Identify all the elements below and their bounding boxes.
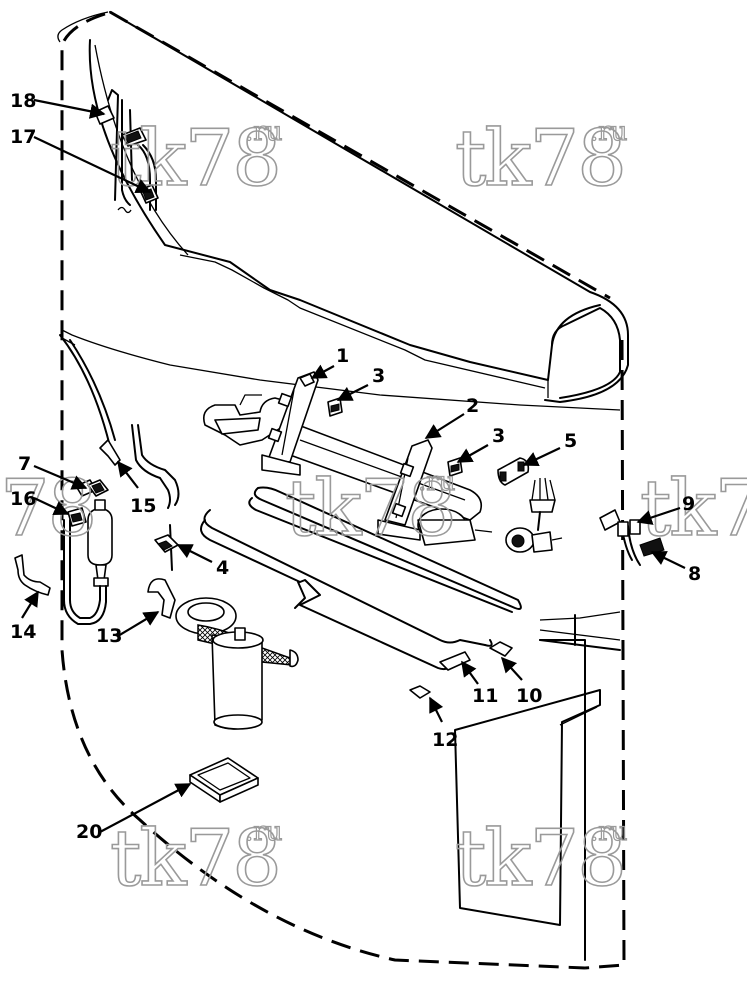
callout-1: 1	[336, 345, 349, 367]
clip-4	[154, 524, 179, 571]
heater-coil-assembly	[202, 394, 493, 546]
watermark-4: tk78	[110, 814, 280, 904]
clip-13	[147, 578, 176, 619]
clip-3-upper	[327, 397, 343, 417]
callout-labels: 1 2 3 3 4 5 7 8 9 10 11 12 13 14 15 16 1…	[10, 90, 701, 843]
callout-12: 12	[432, 729, 458, 751]
clip-10	[489, 641, 513, 657]
callout-14: 14	[10, 621, 36, 643]
watermark-1-suffix: .ru	[245, 117, 282, 147]
callout-2: 2	[466, 395, 479, 417]
callout-20: 20	[76, 821, 102, 843]
watermark-5: tk78	[455, 814, 625, 904]
leader-14	[21, 590, 39, 619]
leader-4	[176, 544, 213, 563]
callout-16: 16	[10, 488, 36, 510]
watermark-4-suffix: .ru	[245, 817, 282, 847]
leader-17	[33, 136, 152, 194]
lower-panel	[454, 689, 601, 926]
mounting-bracket-2	[377, 439, 433, 541]
leader-2	[424, 413, 465, 439]
leader-9	[636, 506, 681, 525]
drain-hose-assembly	[175, 597, 299, 730]
callout-15: 15	[130, 495, 156, 517]
watermark-group: tk78 .ru tk78 .ru tk78 .ru tk78 .ru tk78…	[0, 113, 747, 905]
leader-11	[461, 660, 479, 685]
leader-10	[500, 656, 523, 681]
leader-8	[650, 551, 686, 569]
leader-7	[33, 464, 88, 490]
clip-15	[99, 439, 121, 466]
callout-18: 18	[10, 90, 36, 112]
leader-3b	[456, 444, 489, 463]
watermark-2: tk78	[455, 114, 625, 204]
leader-13	[117, 611, 160, 637]
side-trim	[59, 329, 621, 961]
callout-5: 5	[564, 430, 577, 452]
clip-11	[439, 651, 471, 671]
callout-10: 10	[516, 685, 542, 707]
callout-8: 8	[688, 563, 701, 585]
leader-3a	[336, 384, 369, 401]
watermark-right-edge: tk78	[640, 464, 747, 554]
clip-12	[409, 685, 431, 699]
callout-7: 7	[18, 453, 31, 475]
evaporator-cover	[57, 11, 629, 403]
leader-15	[117, 460, 139, 489]
thermostat-assembly	[505, 477, 563, 553]
leader-20	[99, 783, 192, 833]
callout-9: 9	[682, 493, 695, 515]
callout-17: 17	[10, 126, 36, 148]
drip-tray	[189, 757, 259, 803]
leader-lines	[21, 98, 686, 833]
leader-18	[33, 98, 106, 119]
leader-5	[522, 447, 561, 467]
leader-12	[429, 696, 444, 723]
callout-11: 11	[472, 685, 498, 707]
callout-4: 4	[216, 557, 229, 579]
watermark-2-suffix: .ru	[590, 117, 627, 147]
leader-1	[310, 364, 335, 379]
leader-16	[33, 497, 70, 516]
clip-14	[14, 554, 51, 596]
watermark-5-suffix: .ru	[590, 817, 627, 847]
callout-3b: 3	[492, 425, 505, 447]
callout-3a: 3	[372, 365, 385, 387]
watermark-3-suffix: .ru	[418, 467, 455, 497]
clip-7	[87, 479, 109, 497]
bracket-5	[497, 457, 530, 486]
clip-16	[67, 507, 87, 527]
callout-13: 13	[96, 625, 122, 647]
watermark-3: tk78	[285, 464, 455, 554]
